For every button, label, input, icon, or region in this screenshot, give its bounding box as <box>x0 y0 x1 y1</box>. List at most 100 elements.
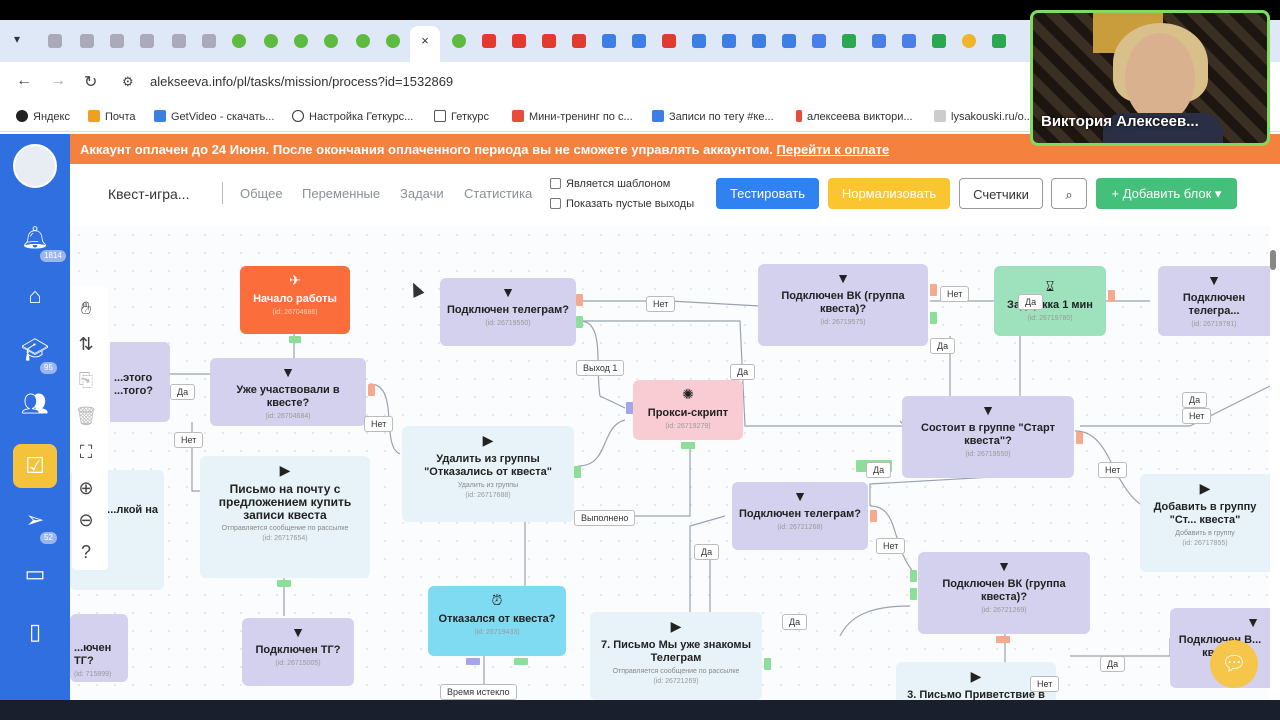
hand-tool-icon[interactable]: ✋︎ <box>80 298 92 318</box>
node-greeting-vk[interactable]: ▶ 3. Письмо Приветствие в ВК + ссылка на… <box>896 662 1056 700</box>
messages-icon[interactable]: ➢ <box>25 507 45 532</box>
node-proxy-script[interactable]: ✺ Прокси-скрипт (id: 26719279) <box>633 380 743 440</box>
node-tg-connected-left[interactable]: ▼ Подключен ТГ? (id: 26715005) <box>242 618 354 686</box>
tab-icon[interactable] <box>452 34 466 48</box>
chat-bubble-icon[interactable]: 💬︎ <box>1210 640 1258 688</box>
input-port[interactable] <box>626 402 633 414</box>
docs-icon[interactable] <box>872 34 886 48</box>
output-port[interactable] <box>764 658 771 670</box>
tab-icon[interactable] <box>202 34 216 48</box>
node-letter-7[interactable]: ▶ 7. Письмо Мы уже знакомы Телеграм Отпр… <box>590 612 762 700</box>
input-port[interactable] <box>910 570 917 582</box>
tab-icon[interactable] <box>264 34 278 48</box>
sheets-icon[interactable] <box>932 34 946 48</box>
is-template-checkbox[interactable]: Является шаблоном <box>550 178 670 190</box>
output-port[interactable] <box>681 442 695 449</box>
output-port[interactable] <box>514 658 528 665</box>
tab-icon[interactable] <box>110 34 124 48</box>
sheets-icon[interactable] <box>842 34 856 48</box>
input-port[interactable] <box>910 588 917 600</box>
vk-icon[interactable] <box>782 34 796 48</box>
node-remove-from-group[interactable]: ▶ Удалить из группы "Отказались от квест… <box>402 426 574 522</box>
node-partial-left-1[interactable]: ...этого ...того? <box>110 342 170 422</box>
tab-variables[interactable]: Переменные <box>302 186 381 201</box>
node-add-to-group[interactable]: ▶ Добавить в группу "Ст... квеста" Добав… <box>1140 474 1270 572</box>
tasks-icon[interactable]: ☑ <box>13 444 57 488</box>
node-already-participated[interactable]: ▼ Уже участвовали в квесте? (id: 2670468… <box>210 358 366 426</box>
output-port[interactable] <box>466 658 480 665</box>
tab-icon[interactable] <box>140 34 154 48</box>
mobile-icon[interactable]: ▯ <box>28 619 42 644</box>
zoom-in-icon[interactable]: ⊕ <box>78 478 94 498</box>
bookmark-getvideo[interactable]: GetVideo - скачать... <box>154 110 274 123</box>
output-port[interactable] <box>289 336 301 343</box>
node-tg-connected-2[interactable]: ▼ Подключен телеграм? (id: 26721268) <box>732 482 868 550</box>
docs-icon[interactable] <box>812 34 826 48</box>
notifications-icon[interactable]: 🔔︎ <box>21 225 49 250</box>
trash-icon[interactable]: 🗑︎ <box>74 406 98 426</box>
node-letter-buy-records[interactable]: ▶ Письмо на почту с предложением купить … <box>200 456 370 578</box>
payments-icon[interactable]: ▭ <box>24 561 46 586</box>
education-icon[interactable]: 🎓︎ <box>21 337 49 362</box>
tab-general[interactable]: Общее <box>240 186 283 201</box>
bookmark-getcourse[interactable]: Геткурс <box>434 110 489 123</box>
normalize-button[interactable]: Нормализовать <box>828 178 950 209</box>
bookmark-yandex[interactable]: Яндекс <box>16 110 70 123</box>
output-port[interactable] <box>277 580 291 587</box>
tab-tasks[interactable]: Задачи <box>400 186 444 201</box>
tab-icon[interactable] <box>356 34 370 48</box>
output-port[interactable] <box>996 636 1010 643</box>
youtube-icon[interactable] <box>512 34 526 48</box>
youtube-icon[interactable] <box>572 34 586 48</box>
back-icon[interactable]: ← <box>16 72 32 89</box>
node-vk-connected-1[interactable]: ▼ Подключен ВК (группа квеста)? (id: 267… <box>758 264 928 346</box>
tab-icon[interactable] <box>80 34 94 48</box>
tab-icon[interactable] <box>232 34 246 48</box>
node-tg-connected-right[interactable]: ▼ Подключен телегра... (id: 26719781) <box>1158 266 1270 336</box>
youtube-icon[interactable] <box>482 34 496 48</box>
bookmark-mail[interactable]: Почта <box>88 110 136 123</box>
bookmark-tag-posts[interactable]: Записи по тегу #ке... <box>652 110 774 123</box>
fit-screen-icon[interactable]: ⛶ <box>79 442 93 462</box>
docs-icon[interactable] <box>902 34 916 48</box>
bookmark-lysakouski[interactable]: lysakouski.ru/o... <box>934 110 1033 123</box>
node-refused-quest[interactable]: ⏰︎ Отказался от квеста? (id: 26719433) <box>428 586 566 656</box>
tab-icon[interactable] <box>386 34 400 48</box>
home-icon[interactable]: ⌂ <box>28 283 42 308</box>
search-button[interactable]: ⌕ <box>1051 178 1087 209</box>
output-port[interactable] <box>1108 290 1115 302</box>
canvas-scrollbar[interactable] <box>1270 250 1276 270</box>
url-field[interactable]: alekseeva.info/pl/tasks/mission/process?… <box>150 74 454 89</box>
youtube-icon[interactable] <box>662 34 676 48</box>
output-port-no[interactable] <box>930 284 937 296</box>
vk-icon[interactable] <box>632 34 646 48</box>
node-wait-1min[interactable]: ⌛︎ Задержка 1 мин (id: 26719780) <box>994 266 1106 336</box>
output-port-no[interactable] <box>870 510 877 522</box>
sheets-icon[interactable] <box>992 34 1006 48</box>
tab-statistics[interactable]: Статистика <box>464 186 533 201</box>
counters-button[interactable]: Счетчики <box>959 178 1043 209</box>
output-port[interactable] <box>574 466 581 478</box>
site-settings-icon[interactable]: ⚙ <box>122 74 134 89</box>
tab-icon[interactable] <box>172 34 186 48</box>
active-tab[interactable]: × <box>410 26 440 62</box>
add-block-button[interactable]: + Добавить блок ▾ <box>1096 178 1237 209</box>
tab-icon[interactable] <box>962 34 976 48</box>
help-icon[interactable]: ? <box>80 542 91 562</box>
tab-icon[interactable] <box>48 34 62 48</box>
node-tg-connected-1[interactable]: ▼ Подключен телеграм? (id: 26719550) <box>440 278 576 346</box>
node-tg-left-partial[interactable]: ...ючен ТГ? (id: 715899) <box>70 614 128 682</box>
tab-menu-button[interactable]: ▾ <box>14 32 21 46</box>
node-in-start-group[interactable]: ▼ Состоит в группе "Старт квеста"? (id: … <box>902 396 1074 478</box>
output-port-no[interactable] <box>1076 432 1083 444</box>
bookmark-getcourse-settings[interactable]: Настройка Геткурс... <box>292 110 413 123</box>
vk-icon[interactable] <box>602 34 616 48</box>
test-button[interactable]: Тестировать <box>716 178 819 209</box>
vk-icon[interactable] <box>692 34 706 48</box>
forward-icon[interactable]: → <box>50 72 66 89</box>
process-name[interactable]: Квест-игра... <box>108 186 190 202</box>
output-port-no[interactable] <box>368 384 375 396</box>
output-port-yes[interactable] <box>930 312 937 324</box>
output-port-yes[interactable] <box>576 316 583 328</box>
node-start[interactable]: ✈ Начало работы (id: 26704686) <box>240 266 350 334</box>
